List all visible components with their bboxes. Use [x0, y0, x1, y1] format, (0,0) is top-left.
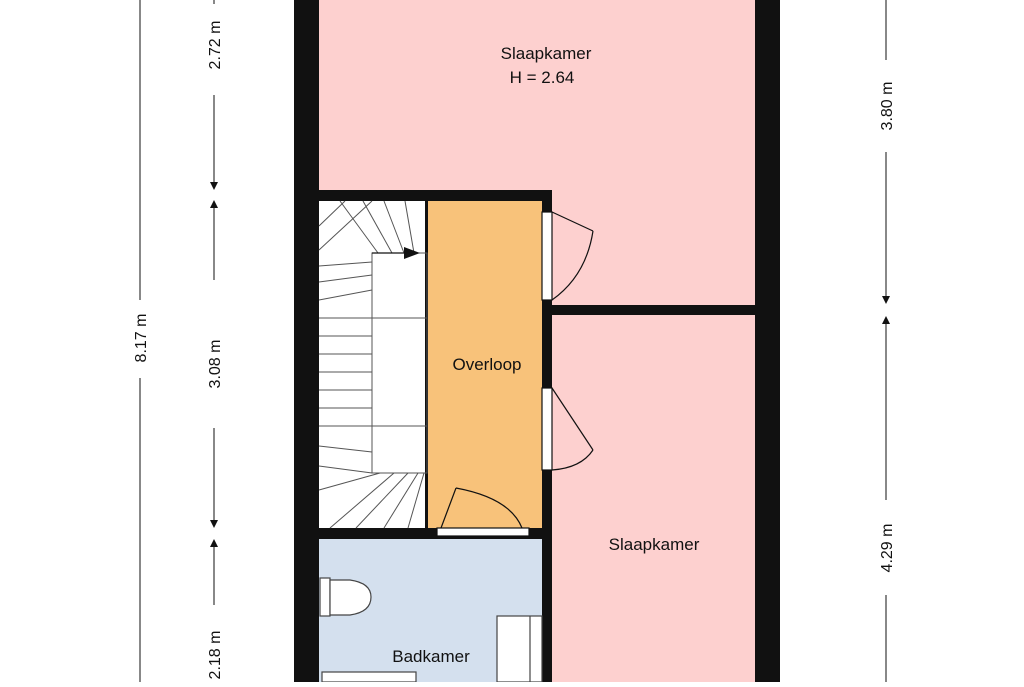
- staircase: [318, 200, 428, 529]
- dimension-label-left-middle: 3.08 m: [207, 340, 224, 389]
- toilet: [319, 577, 372, 617]
- dimension-label-left-bottom: 2.18 m: [207, 631, 224, 680]
- room-label-slaapkamer-right: Slaapkamer: [609, 535, 700, 554]
- door-top-bedroom: [541, 211, 594, 301]
- room-overloop: [427, 201, 542, 528]
- door-right-bedroom: [541, 387, 594, 471]
- room-label-badkamer: Badkamer: [392, 647, 470, 666]
- dimension-label-left-top: 2.72 m: [207, 21, 224, 70]
- door-badkamer: [436, 487, 530, 537]
- dimension-label-left-total: 8.17 m: [133, 314, 150, 363]
- bathtub-edge: [321, 671, 417, 683]
- room-label-overloop: Overloop: [453, 355, 522, 374]
- room-label-slaapkamer-top: Slaapkamer: [501, 44, 592, 63]
- room-slaapkamer-right: [552, 315, 755, 682]
- dimension-label-right-bottom: 4.29 m: [879, 524, 896, 573]
- room-height-slaapkamer-top: H = 2.64: [510, 68, 575, 87]
- dimension-label-right-top: 3.80 m: [879, 82, 896, 131]
- washbasin: [496, 615, 543, 683]
- walls: [294, 0, 780, 682]
